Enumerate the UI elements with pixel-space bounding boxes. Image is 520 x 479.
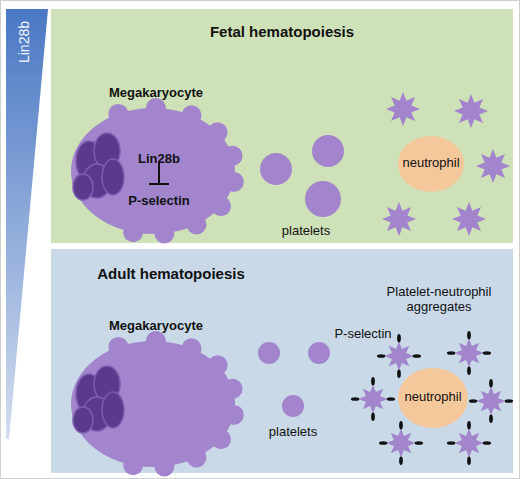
node-heading: Lin28b (16, 21, 32, 63)
node-text: Lin28b (129, 152, 189, 167)
node-heading: Megakaryocyte (81, 319, 231, 334)
node-heading: neutrophil (390, 390, 476, 405)
cell-body (71, 341, 235, 467)
annotation-label: P-selectin (323, 327, 403, 342)
node-text: P-selectin (119, 194, 199, 209)
annotation-label: platelets (248, 425, 338, 440)
node-outline (66, 319, 241, 469)
stage-panel: Adult hematopoiesisMegakaryocyte neutroph… (51, 249, 513, 473)
annotation-label: platelets (261, 224, 351, 239)
neutrophil-cell: neutrophil (398, 136, 464, 192)
node-heading: Megakaryocyte (81, 86, 231, 101)
node-outline (6, 9, 48, 439)
node-heading: Adult hematopoiesis (81, 265, 261, 282)
gradient-wedge: Lin28b (6, 9, 48, 439)
node-heading: Fetal hematopoiesis (51, 23, 513, 40)
neutrophil-cell: neutrophil (398, 368, 468, 428)
cell-body (71, 108, 235, 234)
wedge-shape (6, 9, 48, 439)
megakaryocyte-cell: Megakaryocyte (66, 319, 241, 469)
node-heading: neutrophil (388, 156, 474, 171)
stage-panel: Fetal hematopoiesisMegakaryocyteLin28bP-… (51, 9, 513, 243)
annotation-label: Platelet-neutrophil aggregates (369, 285, 509, 315)
megakaryocyte-cell: MegakaryocyteLin28bP-selectin (66, 86, 241, 236)
